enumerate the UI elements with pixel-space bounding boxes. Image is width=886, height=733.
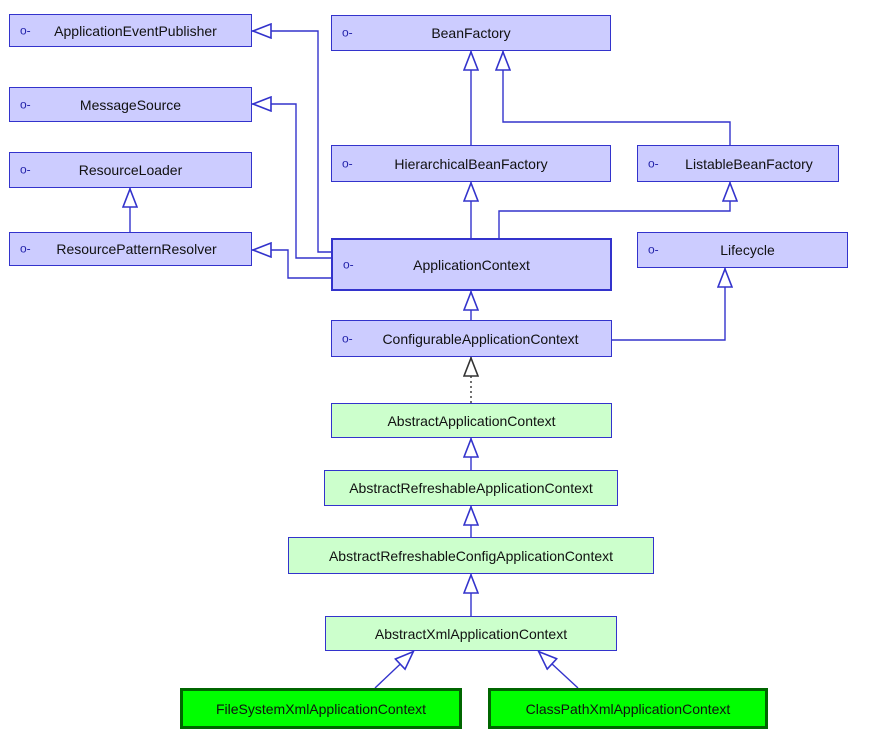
class-name: BeanFactory bbox=[431, 25, 511, 41]
class-name: ConfigurableApplicationContext bbox=[382, 330, 579, 347]
interface-icon: o- bbox=[20, 96, 31, 111]
link-appcontext-to-publisher bbox=[252, 31, 331, 253]
class-name: ClassPathXmlApplicationContext bbox=[525, 700, 731, 717]
class-name: AbstractRefreshableApplicationContext bbox=[349, 480, 593, 496]
interface-icon: o- bbox=[342, 330, 353, 345]
class-box-bean-factory[interactable]: o- BeanFactory bbox=[331, 15, 611, 51]
link-filesystem-to-xml bbox=[374, 651, 414, 689]
class-box-abstract-application-context[interactable]: AbstractApplicationContext bbox=[331, 403, 612, 438]
class-name: AbstractApplicationContext bbox=[387, 412, 556, 429]
class-name: ResourceLoader bbox=[78, 162, 183, 178]
class-box-application-event-publisher[interactable]: o- ApplicationEventPublisher bbox=[9, 14, 252, 47]
link-appcontext-to-resolver bbox=[252, 250, 331, 279]
interface-icon: o- bbox=[648, 242, 659, 257]
class-name: ListableBeanFactory bbox=[685, 155, 813, 172]
link-classpath-to-xml bbox=[538, 651, 579, 689]
class-name: Lifecycle bbox=[720, 242, 775, 258]
class-name: AbstractRefreshableConfigApplicationCont… bbox=[328, 547, 614, 564]
class-box-abstract-xml-application-context[interactable]: AbstractXmlApplicationContext bbox=[325, 616, 617, 651]
class-box-abstract-refreshable-application-context[interactable]: AbstractRefreshableApplicationContext bbox=[324, 470, 618, 506]
class-name: ApplicationEventPublisher bbox=[54, 22, 217, 39]
class-box-resource-pattern-resolver[interactable]: o- ResourcePatternResolver bbox=[9, 232, 252, 266]
class-name: ApplicationContext bbox=[413, 256, 530, 273]
class-box-message-source[interactable]: o- MessageSource bbox=[9, 87, 252, 122]
class-box-listable-bean-factory[interactable]: o- ListableBeanFactory bbox=[637, 145, 839, 182]
class-name: AbstractXmlApplicationContext bbox=[374, 625, 568, 642]
interface-icon: o- bbox=[20, 22, 31, 37]
link-listable-to-beanfactory bbox=[503, 51, 731, 145]
interface-icon: o- bbox=[20, 241, 31, 256]
class-box-lifecycle[interactable]: o- Lifecycle bbox=[637, 232, 848, 268]
interface-icon: o- bbox=[648, 155, 659, 170]
interface-icon: o- bbox=[20, 162, 31, 177]
class-box-application-context[interactable]: o- ApplicationContext bbox=[331, 238, 612, 291]
class-box-configurable-application-context[interactable]: o- ConfigurableApplicationContext bbox=[331, 320, 612, 357]
link-configurable-to-lifecycle bbox=[612, 268, 725, 341]
class-box-hierarchical-bean-factory[interactable]: o- HierarchicalBeanFactory bbox=[331, 145, 611, 182]
class-box-resource-loader[interactable]: o- ResourceLoader bbox=[9, 152, 252, 188]
interface-icon: o- bbox=[342, 25, 353, 40]
interface-icon: o- bbox=[342, 155, 353, 170]
class-box-abstract-refreshable-config-application-context[interactable]: AbstractRefreshableConfigApplicationCont… bbox=[288, 537, 654, 574]
class-name: ResourcePatternResolver bbox=[56, 241, 217, 257]
link-appcontext-to-messagesource bbox=[252, 104, 331, 259]
class-box-class-path-xml-application-context[interactable]: ClassPathXmlApplicationContext bbox=[488, 688, 768, 729]
class-name: FileSystemXmlApplicationContext bbox=[215, 700, 427, 717]
link-appcontext-to-listable bbox=[498, 182, 730, 238]
class-name: HierarchicalBeanFactory bbox=[394, 155, 548, 172]
class-box-file-system-xml-application-context[interactable]: FileSystemXmlApplicationContext bbox=[180, 688, 462, 729]
class-name: MessageSource bbox=[79, 96, 182, 113]
interface-icon: o- bbox=[343, 256, 354, 271]
